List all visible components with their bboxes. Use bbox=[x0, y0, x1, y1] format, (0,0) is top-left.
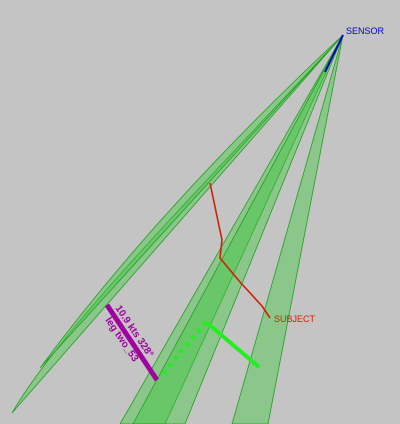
leg-marker[interactable]: 10.9 kts 328° leg two_53 bbox=[103, 304, 160, 382]
subject-track[interactable] bbox=[209, 182, 271, 319]
sensor-track[interactable] bbox=[324, 34, 344, 73]
subject-label: SUBJECT bbox=[274, 314, 316, 324]
bearing-fan-2[interactable] bbox=[39, 34, 344, 369]
bearing-fan-3[interactable] bbox=[119, 34, 344, 424]
bearing-fan-4[interactable] bbox=[132, 34, 344, 424]
bearing-fan-1[interactable] bbox=[11, 34, 344, 414]
sensor-label: SENSOR bbox=[346, 26, 385, 36]
target-solution[interactable] bbox=[160, 320, 261, 377]
bearing-fan-5[interactable] bbox=[231, 34, 344, 424]
bearing-fans bbox=[11, 34, 344, 424]
